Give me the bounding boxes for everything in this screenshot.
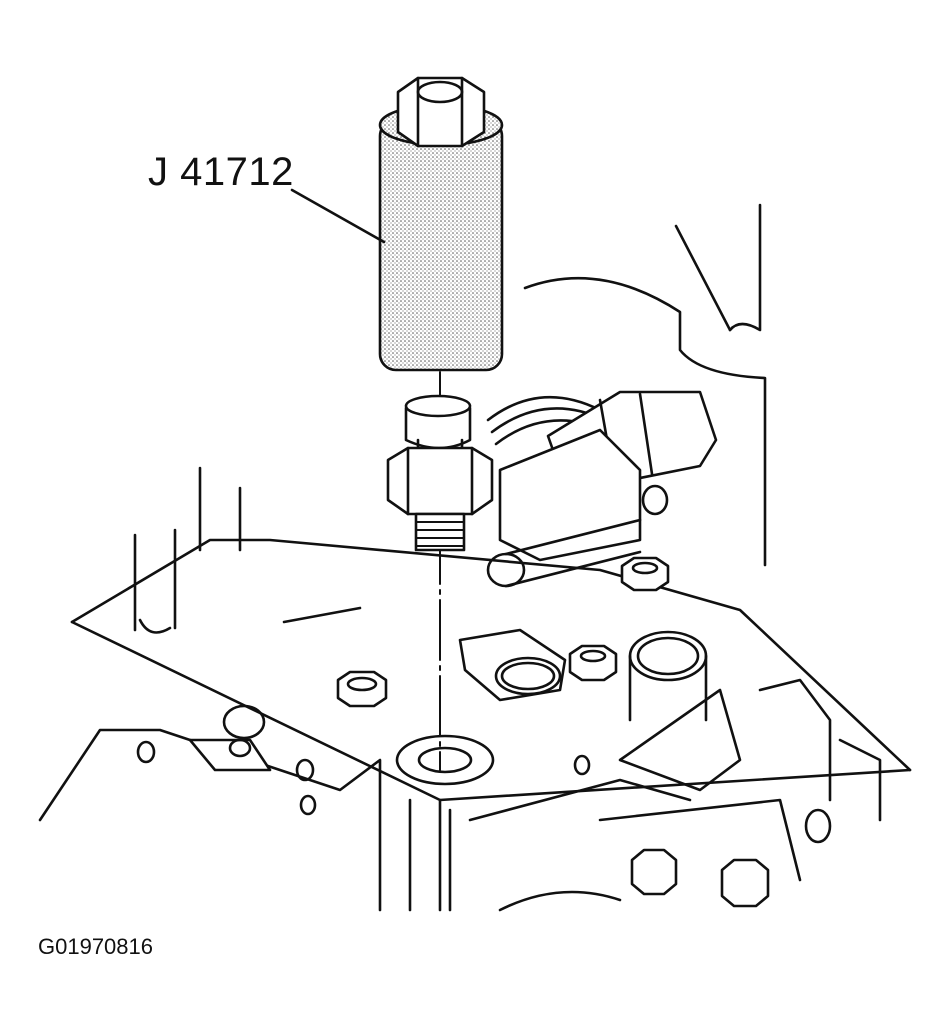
oil-pressure-sensor	[386, 394, 494, 552]
round-boss	[628, 630, 708, 722]
tool-callout-label: J 41712	[148, 150, 294, 194]
bolt-lower-right	[720, 858, 770, 908]
bolt-top	[620, 556, 670, 592]
block-connector	[458, 628, 567, 702]
block-ribbing	[448, 678, 882, 912]
bolt-lower-left	[630, 848, 678, 896]
bolt-center	[568, 644, 618, 682]
wiring-connector	[486, 390, 718, 588]
leader-line	[290, 188, 386, 244]
socket-tool	[378, 76, 504, 372]
figure-id: G01970816	[38, 934, 153, 959]
bolt-left	[336, 670, 388, 708]
sensor-port	[395, 734, 495, 786]
engine-block	[38, 466, 912, 912]
upper-housing	[523, 203, 767, 567]
